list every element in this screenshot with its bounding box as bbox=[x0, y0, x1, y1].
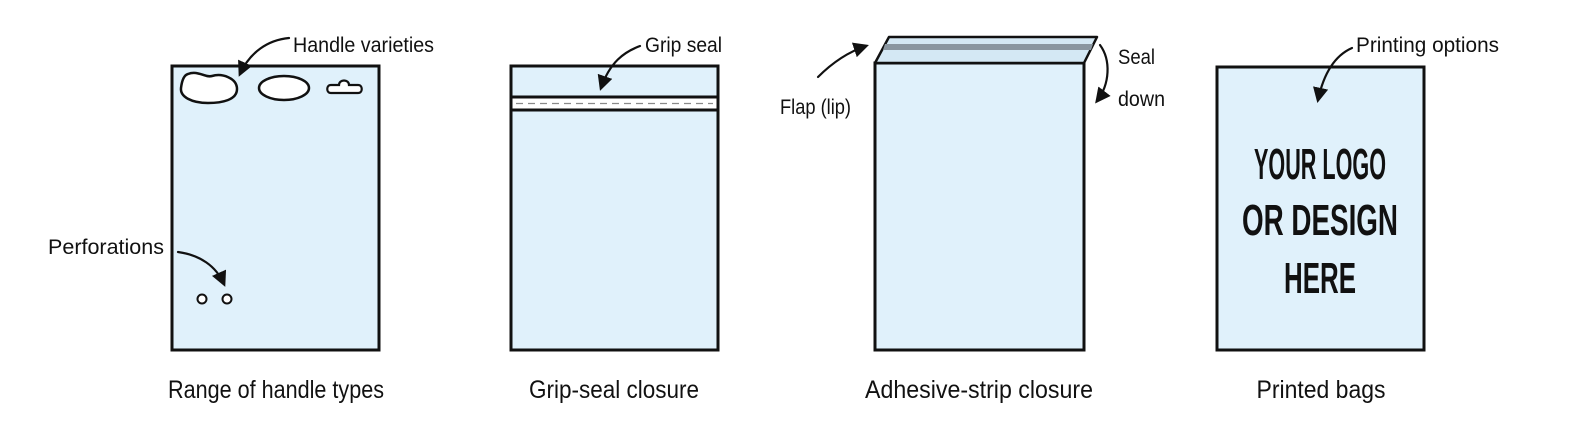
seal-down-arrow bbox=[1095, 43, 1111, 104]
grip-seal-label: Grip seal bbox=[645, 34, 722, 57]
caption-handle-types: Range of handle types bbox=[168, 376, 384, 404]
print-text-line: HERE bbox=[1284, 254, 1356, 303]
panel-adhesive-strip: Flap (lip) Seal down Adhesive-strip clos… bbox=[780, 35, 1165, 404]
bag-outline bbox=[1215, 65, 1426, 352]
seal-label: Seal bbox=[1118, 46, 1155, 69]
perforations-label: Perforations bbox=[48, 236, 164, 259]
printing-options-label: Printing options bbox=[1356, 34, 1499, 57]
perforation-hole bbox=[196, 293, 208, 305]
print-text-line: YOUR LOGO bbox=[1254, 140, 1386, 189]
print-text-line: OR DESIGN bbox=[1242, 196, 1398, 245]
flap-lip-label: Flap (lip) bbox=[780, 96, 851, 119]
flap-arrow bbox=[816, 42, 869, 79]
adhesive-seal-strip bbox=[883, 44, 1093, 50]
caption-grip-seal: Grip-seal closure bbox=[529, 376, 699, 404]
perforation-hole bbox=[221, 293, 233, 305]
printing-options-arrow bbox=[1313, 46, 1354, 104]
bag-outline bbox=[873, 61, 1086, 352]
bag-outline bbox=[509, 64, 720, 352]
caption-printed-bags: Printed bags bbox=[1257, 376, 1386, 404]
oval-handle-cutout bbox=[257, 74, 311, 102]
handle-varieties-arrow bbox=[238, 36, 291, 77]
hanger-hole-cutout bbox=[326, 79, 363, 95]
grip-seal-arrow bbox=[597, 44, 642, 91]
down-label: down bbox=[1118, 88, 1165, 111]
kidney-handle-cutout bbox=[179, 71, 239, 105]
panel-printed-bags: YOUR LOGO OR DESIGN HERE Printing option… bbox=[1215, 34, 1499, 404]
caption-adhesive-strip: Adhesive-strip closure bbox=[865, 376, 1093, 404]
panel-handle-types: Handle varieties Perforations Range of h… bbox=[48, 34, 434, 404]
bag-outline bbox=[170, 64, 381, 352]
perforations-arrow bbox=[176, 250, 227, 287]
handle-varieties-label: Handle varieties bbox=[293, 34, 434, 57]
panel-grip-seal: Grip seal Grip-seal closure bbox=[509, 34, 722, 404]
